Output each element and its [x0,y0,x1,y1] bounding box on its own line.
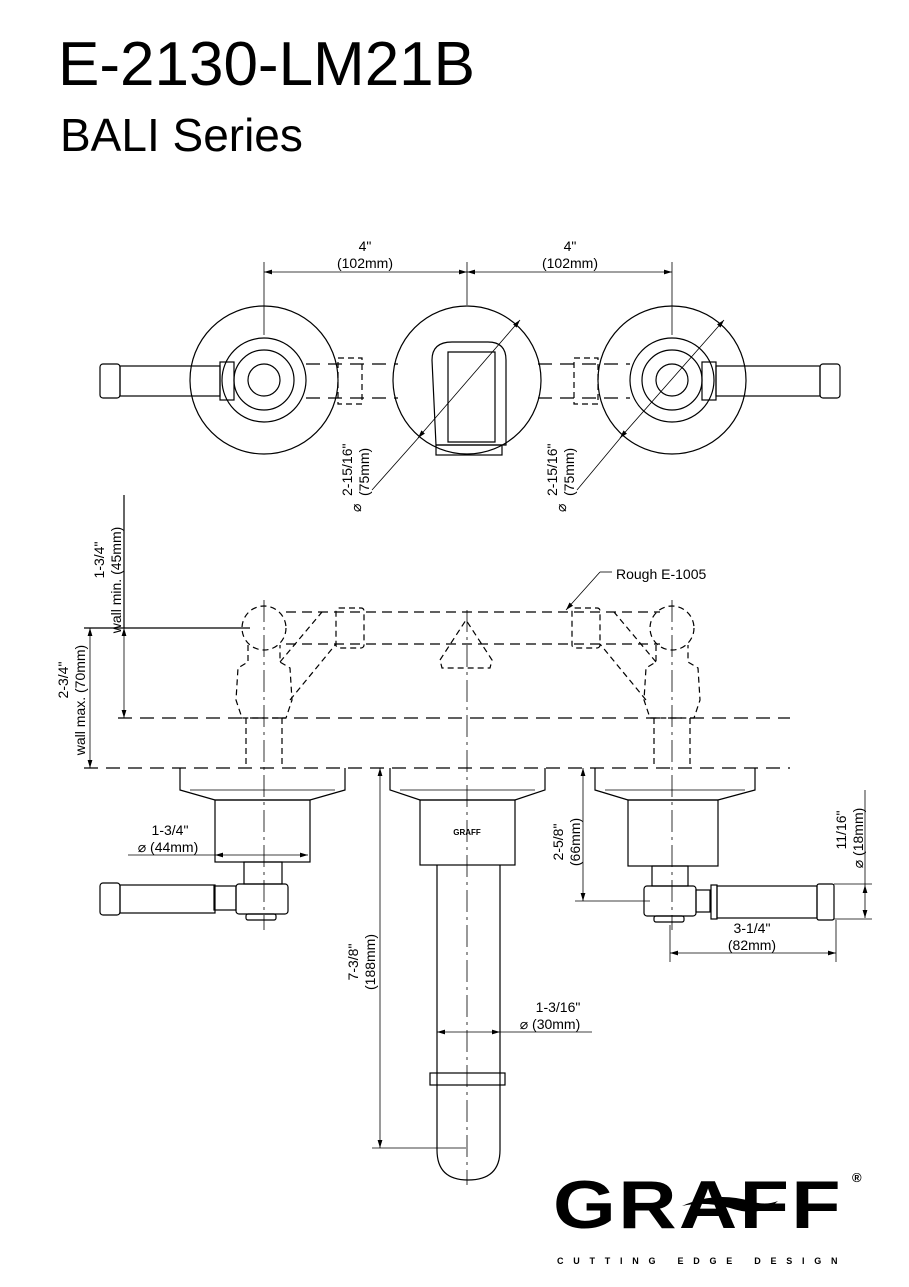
left-handle-front [99,768,346,921]
right-handle-front [594,768,835,923]
rough-in-label: Rough E-1005 [616,566,707,582]
dia-left-in: 2-15/16" [339,444,355,496]
right-handle-top [597,305,841,455]
spout-dia-in: 1-3/16" [536,999,581,1015]
handle-height-mm: (66mm) [567,818,583,866]
wall-min-mm: wall min. (45mm) [108,527,124,635]
spout-length-mm: (188mm) [362,934,378,990]
wall-min-in: 1-3/4" [91,542,107,579]
handle-height-in: 2-5/8" [550,824,566,861]
model-number-title: E-2130-LM21B [58,30,476,99]
front-view: 1-3/4" wall min. (45mm) 2-3/4" wall max.… [55,495,872,1185]
spout-front: GRAFF [389,768,546,1181]
wall-max-mm: wall max. (70mm) [72,645,88,756]
handle-dia-in: 11/16" [833,810,849,849]
handle-length-mm: (82mm) [728,937,776,953]
graff-logo: GRAFF ® CUTTING EDGE DESIGN [553,1167,862,1266]
dia-right-symbol: ⌀ [553,504,569,512]
rough-connectors-top [306,357,630,405]
body-dia-mm: ⌀ (44mm) [138,839,199,855]
spout-length-in: 7-3/8" [345,944,361,981]
top-view: 4" (102mm) 4" (102mm) [99,238,841,512]
logo-registered: ® [852,1170,862,1185]
spout-dia-mm: ⌀ (30mm) [520,1016,581,1032]
handle-dia-mm: ⌀ (18mm) [850,808,866,869]
spacing-right-in: 4" [564,238,577,254]
logo-tagline: CUTTING EDGE DESIGN [557,1256,847,1266]
spout-top [392,305,542,456]
series-subtitle: BALI Series [60,109,303,161]
spacing-right-mm: (102mm) [542,255,598,271]
left-handle-top [99,305,339,455]
dia-left-mm: (75mm) [356,448,372,496]
dia-left-symbol: ⌀ [348,504,364,512]
spacing-left-in: 4" [359,238,372,254]
dia-right-in: 2-15/16" [544,444,560,496]
body-mark: GRAFF [453,828,481,837]
spacing-left-mm: (102mm) [337,255,393,271]
wall-max-in: 2-3/4" [55,662,71,699]
handle-length-in: 3-1/4" [734,920,771,936]
body-dia-in: 1-3/4" [152,822,189,838]
rough-in-valve [235,605,701,768]
dia-right-mm: (75mm) [561,448,577,496]
logo-brand: GRAFF [553,1167,843,1243]
